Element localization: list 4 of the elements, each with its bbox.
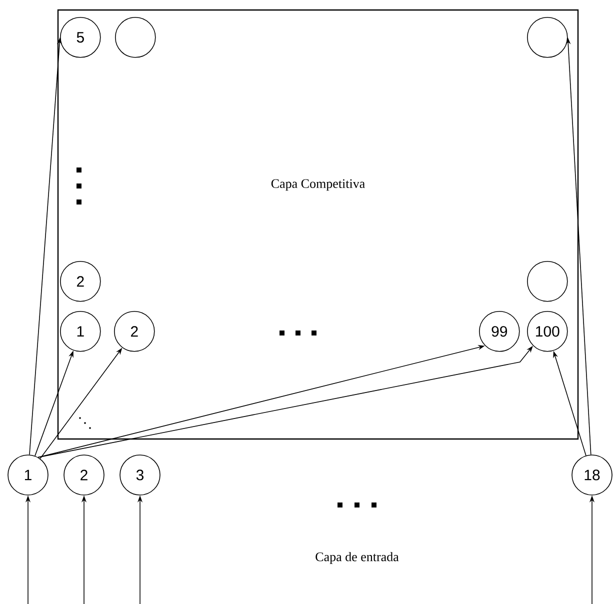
neuron-circle	[527, 260, 568, 302]
neuron-circle	[115, 17, 156, 58]
layer-label: Capa de entrada	[316, 552, 399, 564]
neuron-circle	[527, 17, 568, 58]
